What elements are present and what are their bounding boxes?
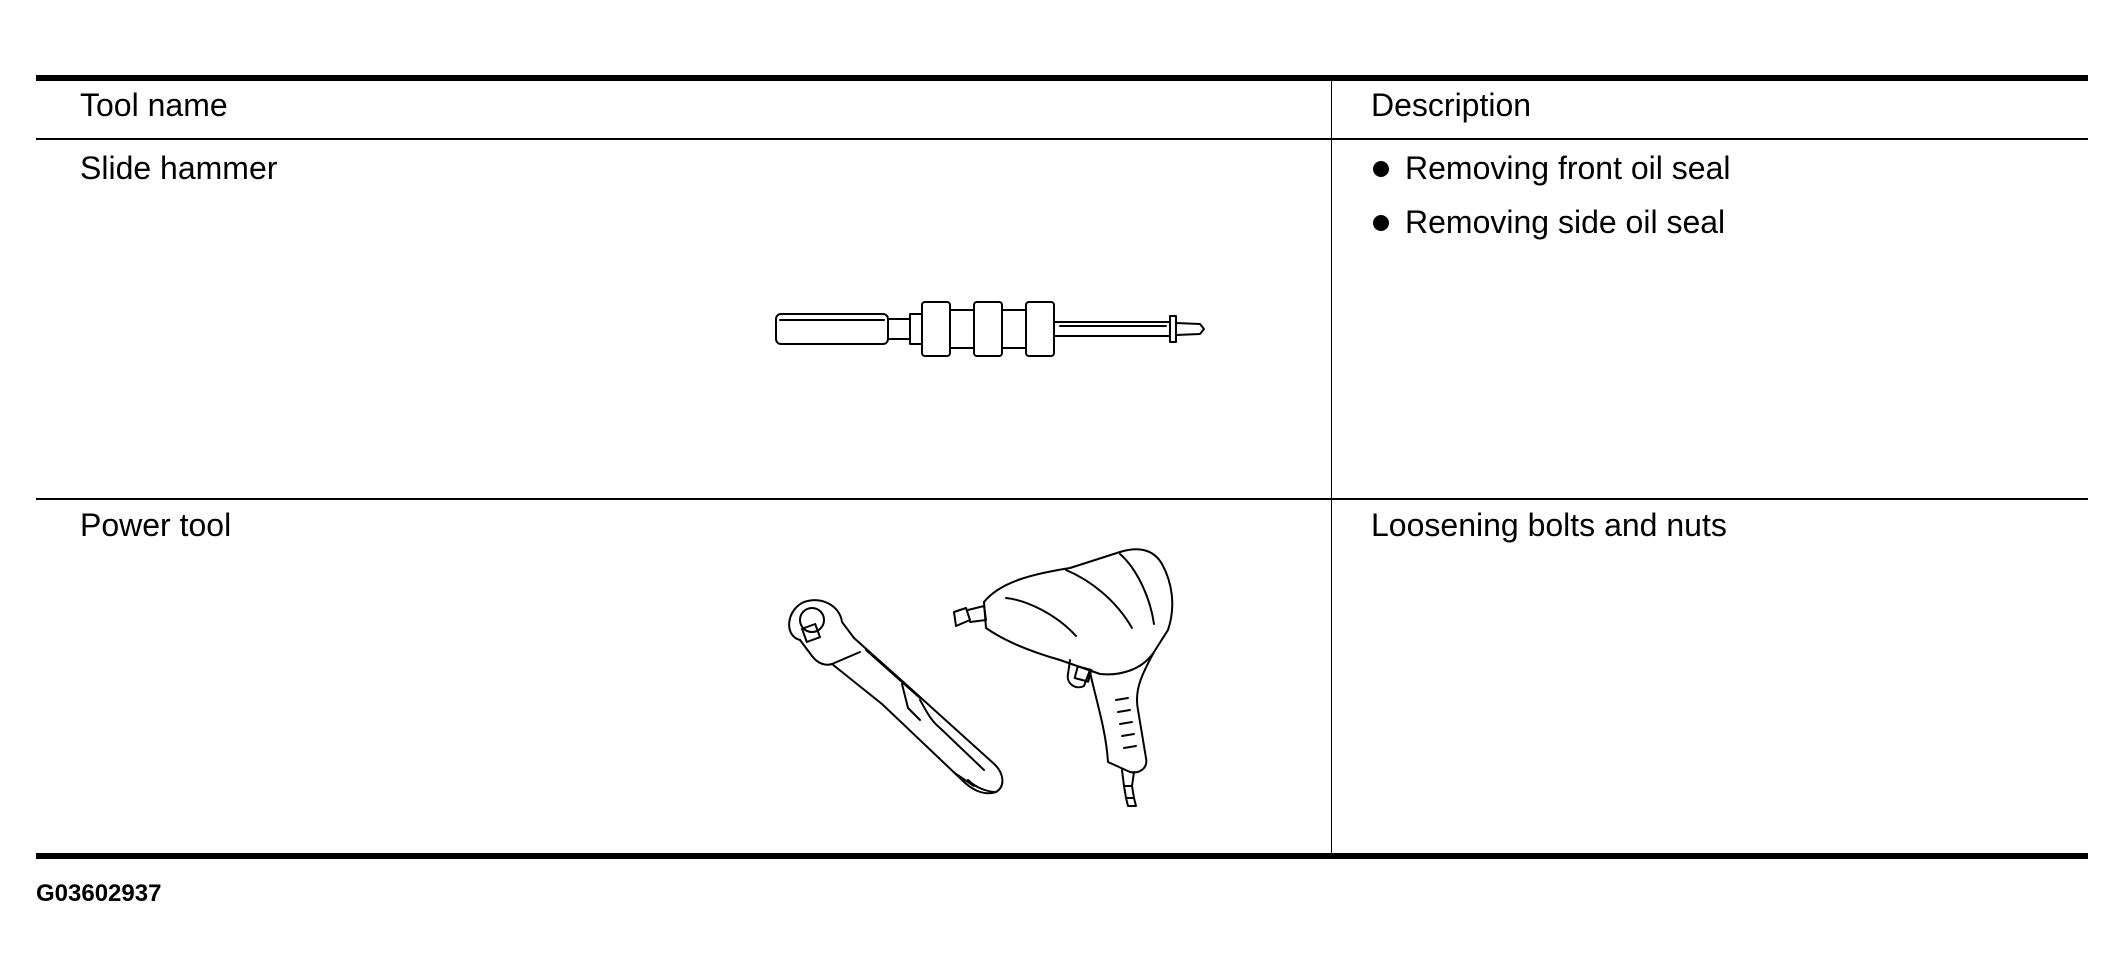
header-description: Description [1371,87,1532,123]
power-tool-illustration [788,548,1174,807]
air-ratchet-icon [788,599,1004,795]
description-text: Removing side oil seal [1405,204,1726,240]
header-tool-name: Tool name [80,87,228,123]
table-top-border [36,75,2088,81]
description-text: Removing front oil seal [1405,150,1731,186]
row-divider [36,498,2088,500]
list-item: Removing side oil seal [1371,202,1730,256]
slide-hammer-illustration [775,301,1205,357]
description-list-slide-hammer: Removing front oil seal Removing side oi… [1371,148,1730,256]
table-bottom-border [36,853,2088,859]
figure-id: G03602937 [36,880,162,907]
bullet-icon [1373,215,1389,231]
header-divider [36,138,2088,140]
impact-wrench-icon [953,548,1174,807]
list-item: Removing front oil seal [1371,148,1730,202]
tool-name-power-tool: Power tool [80,507,232,543]
bullet-icon [1373,161,1389,177]
column-divider [1331,80,1332,854]
description-power-tool: Loosening bolts and nuts [1371,507,1727,543]
tool-name-slide-hammer: Slide hammer [80,150,278,186]
